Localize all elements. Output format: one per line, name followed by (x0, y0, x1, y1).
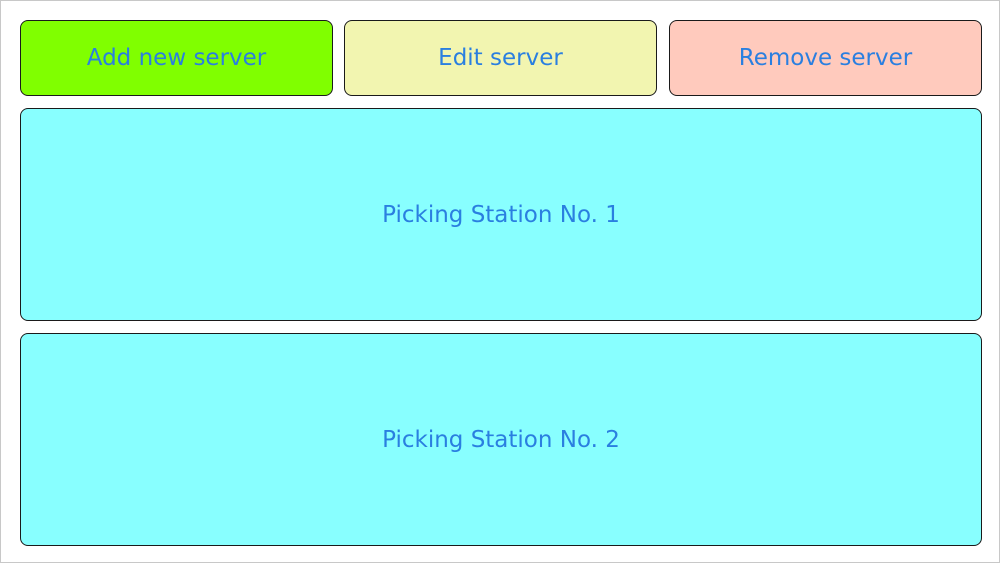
server-item-picking-station-1[interactable]: Picking Station No. 1 (20, 108, 982, 321)
add-new-server-label: Add new server (86, 45, 267, 71)
remove-server-label: Remove server (738, 45, 913, 71)
edit-server-label: Edit server (438, 45, 563, 71)
add-new-server-button[interactable]: Add new server (20, 20, 333, 96)
server-item-picking-station-2[interactable]: Picking Station No. 2 (20, 333, 982, 546)
server-item-label: Picking Station No. 1 (382, 201, 620, 228)
server-item-label: Picking Station No. 2 (382, 426, 620, 453)
remove-server-button[interactable]: Remove server (669, 20, 982, 96)
edit-server-button[interactable]: Edit server (344, 20, 657, 96)
